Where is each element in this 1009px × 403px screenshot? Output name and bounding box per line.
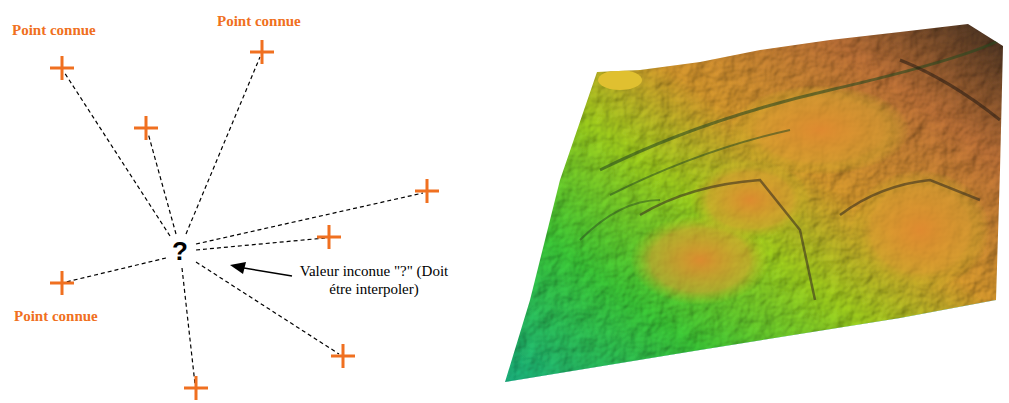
unknown-mark: ? [172,236,188,267]
terrain-model [500,20,1009,400]
point-label: Point connue [14,307,98,325]
distance-lines [64,57,423,384]
pointer-arrow [230,262,292,276]
annotation-note: Valeur inconue "?" (Doit étre interpoler… [295,262,453,298]
point-label: Point connue [12,21,96,39]
known-points [50,40,439,400]
point-label: Point connue [217,12,301,30]
